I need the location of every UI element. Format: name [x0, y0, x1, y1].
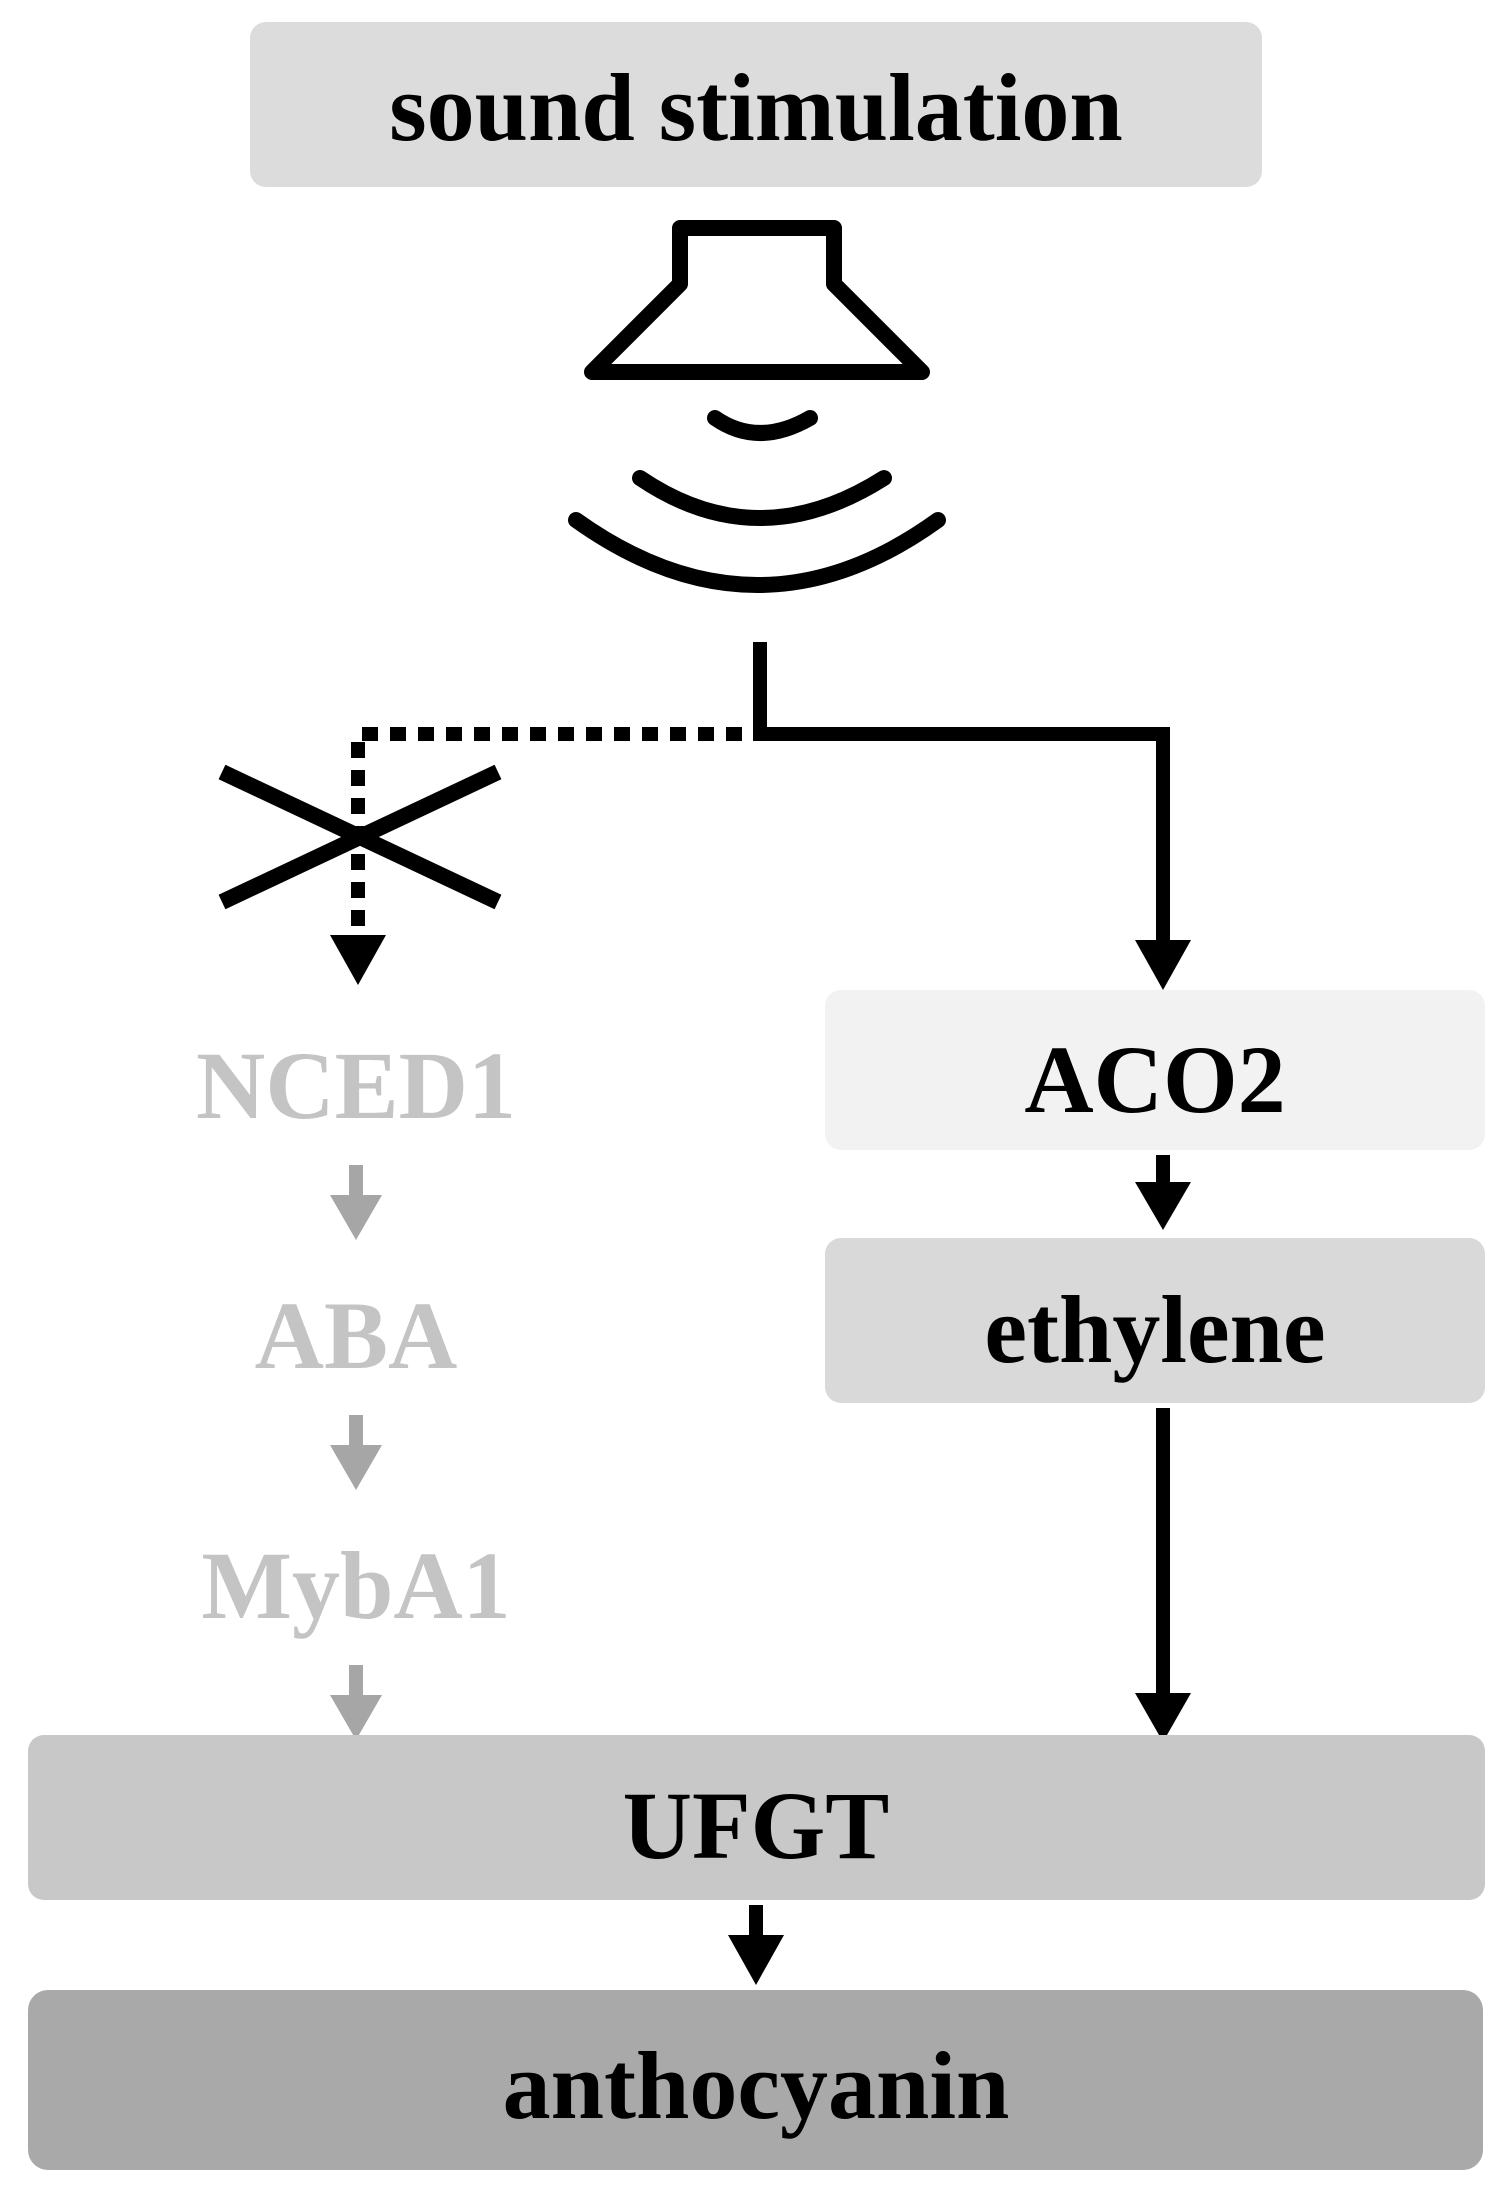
- inactive-pathway: NCED1 ABA MybA1: [196, 1032, 516, 1740]
- solid-path-to-aco2: [753, 642, 1170, 948]
- anthocyanin-box: [28, 1990, 1483, 2170]
- arrowhead-to-nced1: [330, 935, 386, 985]
- aco2-label: ACO2: [1024, 1026, 1285, 1133]
- arrow-ethylene-to-ufgt: [1135, 1408, 1191, 1742]
- ethylene-box: [825, 1238, 1485, 1403]
- speaker-icon: [584, 220, 930, 380]
- arrow-ufgt-to-anthocyanin: [728, 1905, 784, 1985]
- ethylene-label: ethylene: [984, 1276, 1325, 1383]
- aba-label: ABA: [255, 1282, 458, 1389]
- nced1-label: NCED1: [196, 1032, 516, 1139]
- sound-stimulation-node: sound stimulation: [250, 22, 1262, 187]
- aco2-node: ACO2: [825, 990, 1485, 1150]
- arrowhead-to-aco2: [1135, 940, 1191, 990]
- ufgt-box: [28, 1735, 1485, 1900]
- ufgt-label: UFGT: [623, 1772, 890, 1879]
- myba1-label: MybA1: [201, 1532, 510, 1639]
- sound-stimulation-label: sound stimulation: [389, 54, 1123, 161]
- anthocyanin-label: anthocyanin: [503, 2032, 1010, 2139]
- ufgt-node: UFGT: [28, 1735, 1485, 1900]
- arrow-nced1-to-aba: [330, 1165, 382, 1240]
- arrow-aco2-to-ethylene: [1135, 1155, 1191, 1230]
- ethylene-node: ethylene: [825, 1238, 1485, 1403]
- sound-waves-icon: [568, 410, 946, 593]
- arrow-aba-to-myba1: [330, 1415, 382, 1490]
- aco2-box: [825, 990, 1485, 1150]
- cross-mark-icon: [218, 764, 502, 910]
- dotted-path-to-nced1: [351, 727, 742, 930]
- arrow-myba1-to-ufgt: [330, 1665, 382, 1740]
- sound-stimulation-box: [250, 22, 1262, 187]
- branch-connector: [330, 642, 1191, 990]
- anthocyanin-node: anthocyanin: [28, 1990, 1483, 2170]
